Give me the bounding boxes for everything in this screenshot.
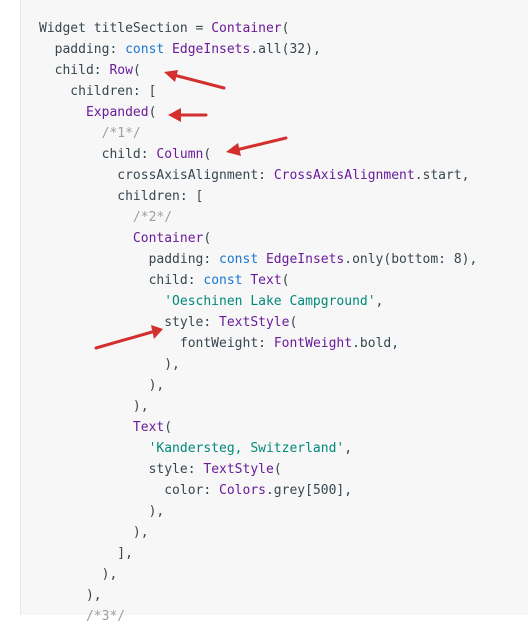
code-token: ), [39, 525, 149, 540]
code-line: Container( [39, 228, 477, 249]
code-token: const [203, 273, 243, 288]
code-token: Colors [219, 483, 266, 498]
code-token: ), [39, 504, 165, 519]
code-token: crossAxisAlignment: [39, 168, 274, 183]
code-token: FontWeight [273, 336, 353, 351]
code-token: .all(32), [250, 42, 321, 57]
code-token: ], [39, 546, 133, 561]
code-line: children: [ [39, 186, 477, 207]
code-token: fontWeight: [39, 336, 274, 351]
code-token: EdgeInsets [164, 42, 251, 57]
code-token: ), [39, 378, 165, 393]
code-line: child: const Text( [39, 270, 477, 291]
code-token: color: [39, 483, 220, 498]
code-token: TextStyle [219, 315, 290, 330]
code-line: fontWeight: FontWeight.bold, [39, 333, 477, 354]
code-token [39, 105, 86, 120]
code-token: style: [39, 462, 204, 477]
code-line: child: Column( [39, 144, 477, 165]
code-line: 'Kandersteg, Switzerland', [39, 438, 477, 459]
code-block: Widget titleSection = Container( padding… [39, 18, 477, 627]
code-line: padding: const EdgeInsets.only(bottom: 8… [39, 249, 478, 270]
code-token: 'Kandersteg, Switzerland' [39, 441, 345, 456]
code-token: ( [203, 147, 212, 162]
code-token: children: [ [39, 189, 204, 204]
code-panel: Widget titleSection = Container( padding… [20, 0, 528, 624]
code-token: Container [132, 231, 204, 246]
code-line: 'Oeschinen Lake Campground', [39, 291, 477, 312]
code-token: ( [203, 231, 212, 246]
code-token: /*3*/ [39, 609, 126, 624]
code-token: .bold, [352, 336, 400, 351]
page: Widget titleSection = Container( padding… [20, 0, 528, 624]
code-token: Column [156, 147, 204, 162]
code-line: ), [39, 522, 477, 543]
code-token: ( [164, 420, 173, 435]
code-line: ), [39, 585, 477, 606]
code-line: /*1*/ [39, 123, 477, 144]
code-line: children: [ [39, 81, 477, 102]
code-token: ( [281, 273, 290, 288]
code-line: style: TextStyle( [39, 459, 477, 480]
code-token: Container [211, 21, 282, 36]
code-token: EdgeInsets [258, 252, 345, 267]
code-line: Widget titleSection = Container( [39, 18, 477, 39]
code-token: ), [39, 399, 149, 414]
code-line: ), [39, 375, 477, 396]
code-token: ), [39, 567, 118, 582]
code-line: /*3*/ [39, 606, 477, 627]
code-token: child: [39, 147, 157, 162]
code-token: /*1*/ [39, 126, 141, 141]
code-token: children: [ [39, 84, 157, 99]
code-token: ( [281, 21, 290, 36]
code-token: , [375, 294, 384, 309]
code-token [39, 420, 133, 435]
code-token: padding: [39, 252, 220, 267]
code-token: padding: [39, 42, 126, 57]
code-token: , [344, 441, 353, 456]
code-token: Row [109, 63, 133, 78]
code-token [39, 231, 133, 246]
code-line: padding: const EdgeInsets.all(32), [39, 39, 477, 60]
code-token: style: [39, 315, 220, 330]
code-line: ), [39, 501, 477, 522]
code-line: crossAxisAlignment: CrossAxisAlignment.s… [39, 165, 477, 186]
code-token: Widget titleSection = [39, 21, 212, 36]
code-token: CrossAxisAlignment [273, 168, 415, 183]
code-line: color: Colors.grey[500], [39, 480, 477, 501]
code-token: .grey[500], [265, 483, 353, 498]
code-line: Text( [39, 417, 477, 438]
code-token: ( [132, 63, 141, 78]
code-line: ), [39, 564, 477, 585]
code-line: ), [39, 354, 477, 375]
code-token: Text [242, 273, 282, 288]
code-token: child: [39, 273, 204, 288]
code-token: ( [289, 315, 298, 330]
code-line: child: Row( [39, 60, 477, 81]
code-line: style: TextStyle( [39, 312, 477, 333]
code-token: child: [39, 63, 110, 78]
code-line: ), [39, 396, 477, 417]
code-line: ], [39, 543, 477, 564]
code-token: TextStyle [203, 462, 274, 477]
code-line: Expanded( [39, 102, 477, 123]
code-token: const [219, 252, 259, 267]
code-token: 'Oeschinen Lake Campground' [39, 294, 376, 309]
code-token: /*2*/ [39, 210, 173, 225]
code-token: .only(bottom: 8), [344, 252, 478, 267]
code-token: const [125, 42, 165, 57]
code-token: ( [148, 105, 157, 120]
code-token: .start, [414, 168, 470, 183]
code-token: ( [273, 462, 282, 477]
code-line: /*2*/ [39, 207, 477, 228]
code-token: Text [132, 420, 165, 435]
code-token: Expanded [85, 105, 149, 120]
code-token: ), [39, 588, 102, 603]
code-token: ), [39, 357, 180, 372]
